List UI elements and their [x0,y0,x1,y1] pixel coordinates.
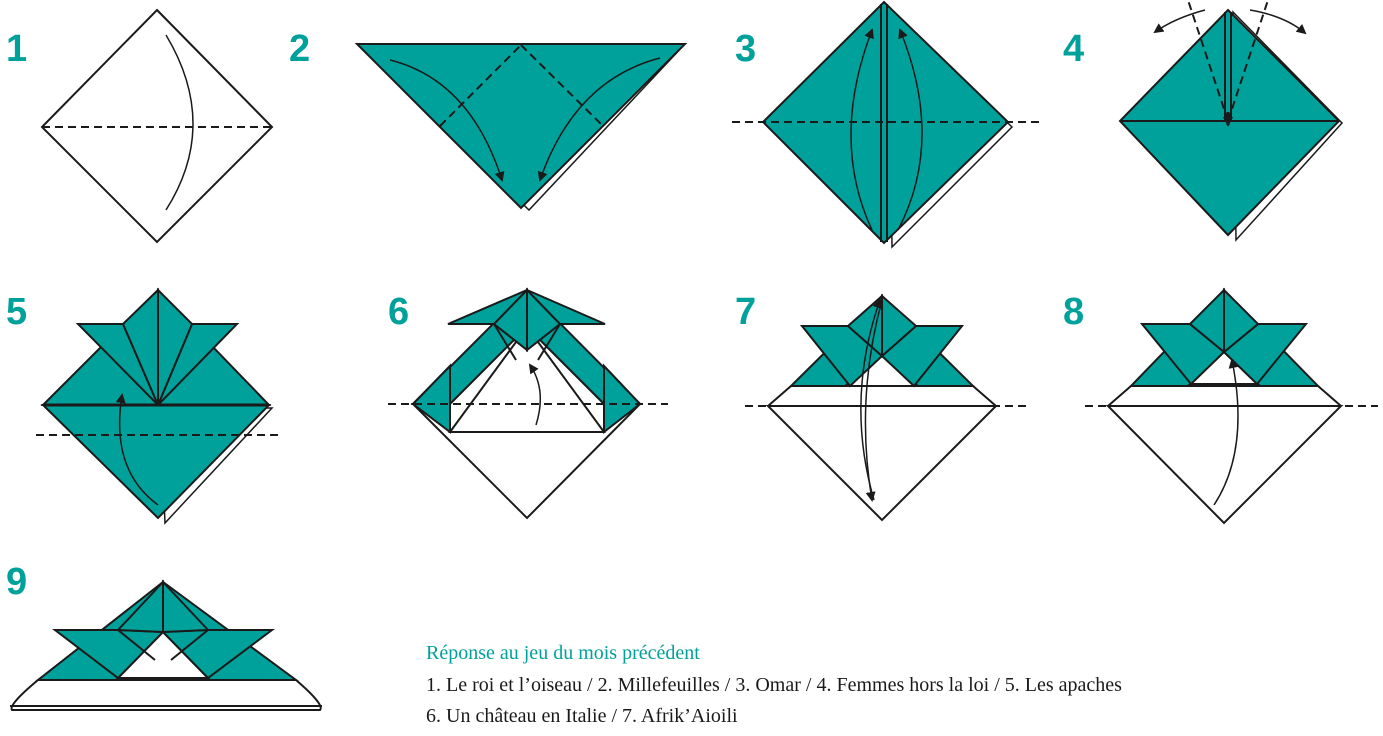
step-1-diagram [40,8,274,244]
answer-title: Réponse au jeu du mois précédent [426,642,700,664]
step-6-diagram [388,287,668,520]
step-5-diagram [36,287,283,525]
step-number-6: 6 [388,291,410,333]
step-8-diagram [1085,287,1378,525]
answer-line-2: 6. Un château en Italie / 7. Afrik’Aioil… [426,705,738,727]
step-number-4: 4 [1063,28,1085,70]
step-number-7: 7 [735,291,757,333]
step-7-diagram [745,293,1028,522]
step-number-1: 1 [6,28,28,70]
step-2-diagram [354,43,688,212]
step-4-diagram [1118,0,1344,242]
step-number-8: 8 [1063,291,1085,333]
answer-line-1: 1. Le roi et l’oiseau / 2. Millefeuilles… [426,674,1122,696]
step-number-9: 9 [6,561,28,603]
step-3-diagram [732,0,1040,249]
step-number-5: 5 [6,291,28,333]
step-9-diagram [10,579,322,711]
step-number-3: 3 [735,28,757,70]
step-number-2: 2 [289,28,311,70]
